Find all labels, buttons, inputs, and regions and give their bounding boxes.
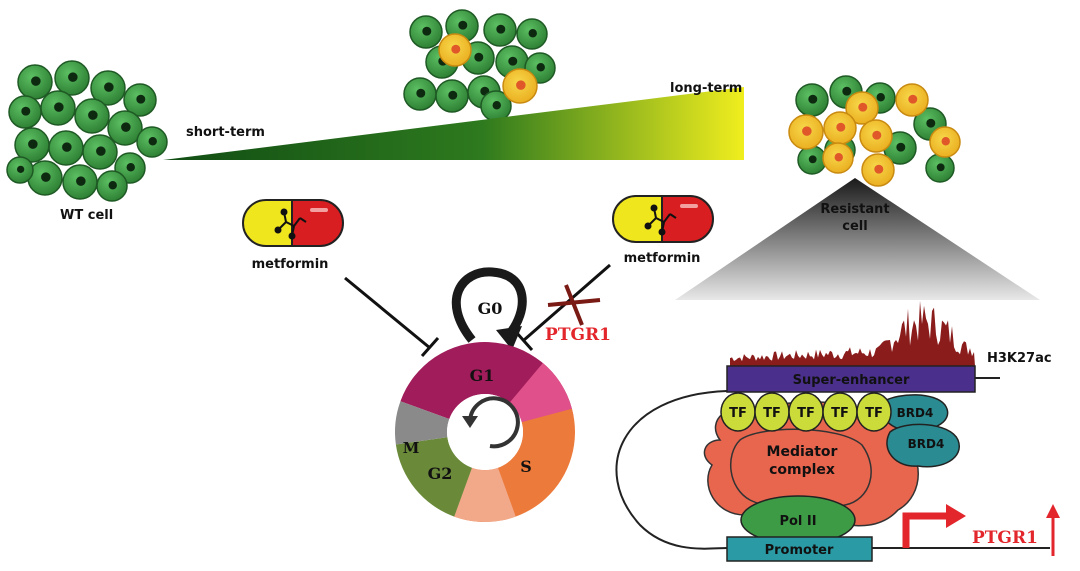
g2-segment: [395, 437, 473, 517]
cell: [96, 170, 128, 202]
metformin-pill-left: [242, 199, 344, 247]
ptgr1-expression-label: PTGR1: [972, 528, 1038, 548]
tf-label: TF: [865, 406, 883, 421]
cycle-center: [447, 394, 523, 470]
resistant-cell: [788, 114, 824, 150]
cell: [8, 95, 42, 129]
promoter-bar: [726, 536, 873, 562]
tf-label: TF: [763, 406, 781, 421]
cell: [48, 130, 84, 166]
brd4-bottom-label: BRD4: [908, 437, 945, 451]
tf-circle: TF: [822, 392, 858, 432]
cell: [82, 134, 118, 170]
tf-circle: TF: [754, 392, 790, 432]
cell: [435, 79, 469, 113]
cell: [925, 153, 955, 183]
g2-label: G2: [428, 464, 453, 483]
up-arrow-icon: [1046, 504, 1060, 556]
cell: [40, 90, 76, 126]
mediator-inner-contour: [730, 428, 872, 510]
tf-circle: TF: [856, 392, 892, 432]
inhibition-line-left: [344, 276, 440, 357]
h3k27ac-signal-track: [730, 300, 975, 366]
tf-circle: TF: [788, 392, 824, 432]
metformin-left-label: metformin: [252, 257, 329, 272]
tf-label: TF: [831, 406, 849, 421]
cell: [17, 64, 53, 100]
g1-segment-light: [509, 363, 574, 426]
resistant-cell-cluster: [788, 75, 961, 187]
m-label: M: [403, 439, 420, 457]
s-label: S: [520, 457, 532, 476]
g0-loop-arrow: [451, 267, 527, 343]
cell: [14, 127, 50, 163]
molecule-icon: [274, 208, 307, 240]
wt-cell-label: WT cell: [60, 208, 113, 223]
cell: [74, 98, 110, 134]
brd4-bottom-blob: [886, 423, 961, 468]
resistant-cell: [895, 83, 929, 117]
cell: [483, 13, 517, 47]
resistant-cell: [438, 33, 472, 67]
cell: [62, 164, 98, 200]
cell: [409, 15, 443, 49]
h3k27ac-label: H3K27ac: [987, 351, 1052, 366]
cell: [6, 156, 34, 184]
tf-circle: TF: [720, 392, 756, 432]
metformin-right-label: metformin: [624, 251, 701, 266]
resistant-cell: [822, 142, 854, 174]
g0-label: G0: [478, 299, 503, 318]
resistant-cell: [502, 68, 538, 104]
cell: [795, 83, 829, 117]
g1-label: G1: [470, 366, 495, 385]
ptgr1-blocked-label: PTGR1: [545, 325, 611, 345]
super-enhancer-label: Super-enhancer: [793, 373, 910, 388]
transcription-factor-group: TF TF TF TF TF: [720, 392, 892, 432]
cell: [54, 60, 90, 96]
resistant-cell-label-1: Resistant: [820, 202, 889, 217]
tf-label: TF: [729, 406, 747, 421]
wt-cell-cluster: [6, 60, 168, 202]
bent-arrow-icon: [902, 512, 948, 548]
chromatin-loop: [615, 390, 728, 550]
tf-label: TF: [797, 406, 815, 421]
resistant-cell: [859, 119, 893, 153]
long-term-label: long-term: [670, 81, 742, 96]
zoom-triangle: [675, 178, 1040, 300]
promoter-label: Promoter: [765, 543, 834, 558]
time-gradient-wedge: [163, 87, 744, 160]
pol2-label: Pol II: [779, 514, 816, 529]
resistant-cell: [845, 91, 879, 125]
m-segment: [395, 401, 450, 445]
molecule-icon: [644, 204, 677, 236]
s-segment-light: [454, 467, 516, 522]
cell: [136, 126, 168, 158]
cell: [797, 145, 827, 175]
cell-cycle-ring: [395, 341, 576, 522]
cell: [403, 77, 437, 111]
super-enhancer-bar: [726, 365, 976, 393]
cell: [516, 18, 548, 50]
short-term-label: short-term: [186, 125, 265, 140]
mediator-label-2: complex: [769, 462, 835, 478]
cell: [480, 90, 512, 122]
intermediate-cell-cluster: [403, 9, 556, 122]
metformin-pill-right: [612, 195, 714, 243]
resistant-cell: [861, 153, 895, 187]
resistant-cell: [823, 111, 857, 145]
brd4-top-blob: [880, 394, 949, 431]
mediator-label-1: Mediator: [767, 444, 838, 460]
cell: [123, 83, 157, 117]
cell: [107, 110, 143, 146]
blocked-cross-icon: [547, 284, 601, 326]
circular-arrow-icon: [462, 396, 520, 449]
resistant-cell-label-2: cell: [842, 219, 867, 234]
resistant-cell: [929, 126, 961, 158]
cell: [90, 70, 126, 106]
g0-arrowhead: [496, 326, 522, 350]
bent-arrowhead: [946, 504, 966, 528]
brd4-top-label: BRD4: [897, 406, 934, 420]
